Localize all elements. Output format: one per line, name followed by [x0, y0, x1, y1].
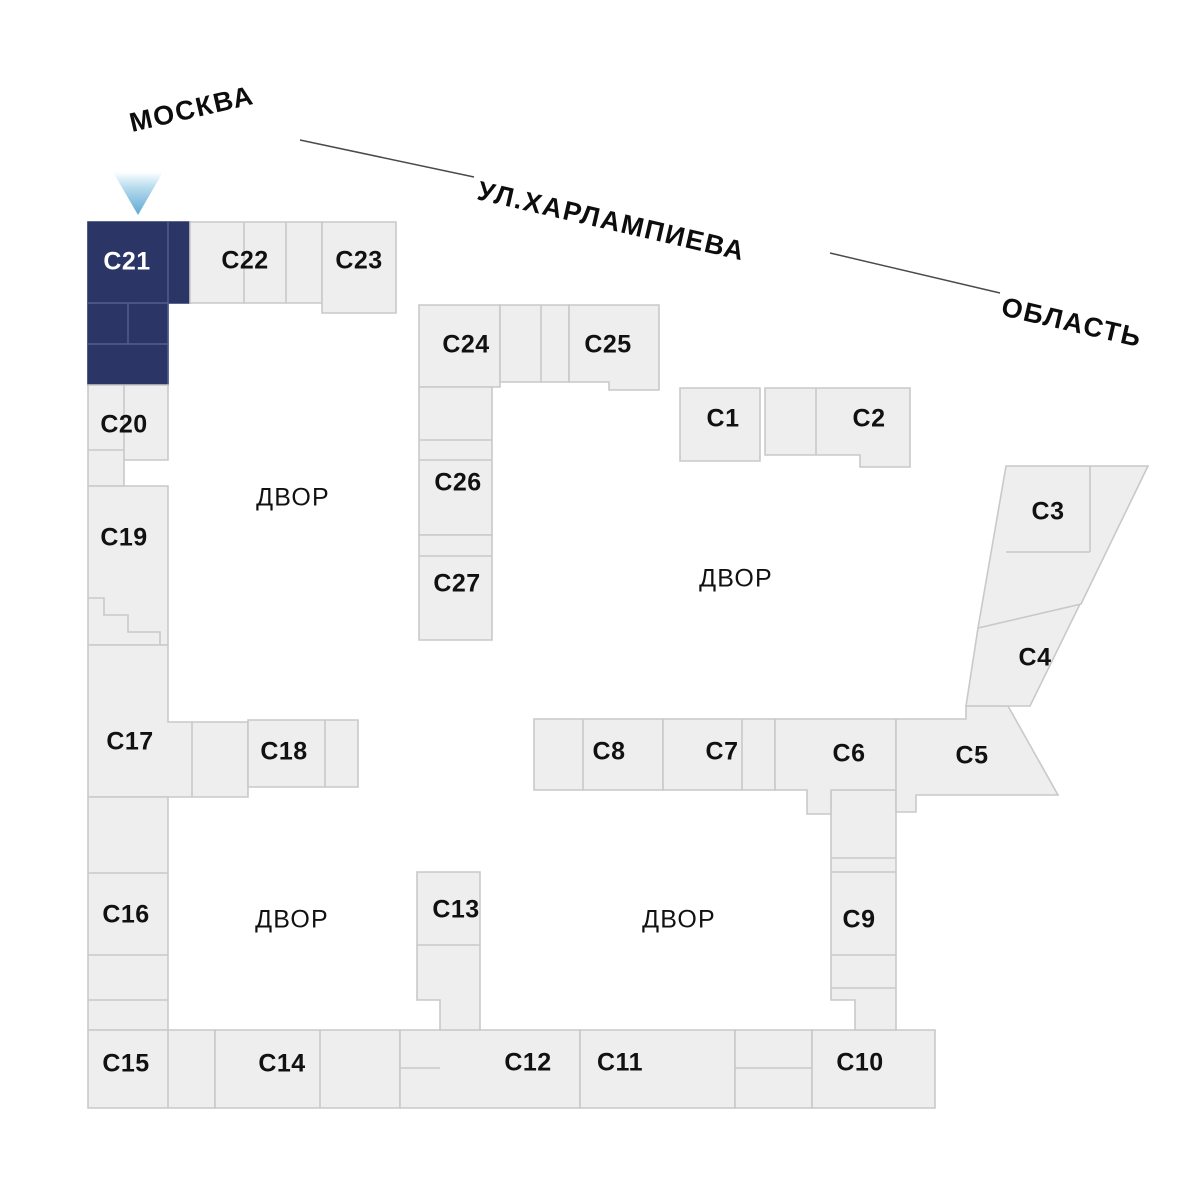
yard-labels: ДВОР ДВОР ДВОР ДВОР	[255, 484, 773, 934]
block-label-C14: C14	[258, 1050, 305, 1078]
block-shape-C5[interactable]	[895, 705, 1060, 813]
yard-label-sw: ДВОР	[255, 906, 329, 934]
block-labels: C21 C22 C23 C24 C25 C26 C27 C1 C2 C3 C4 …	[100, 247, 1064, 1078]
block-shape-C12[interactable]	[399, 1029, 581, 1109]
block-label-C11: C11	[597, 1049, 643, 1077]
block-shape-C10-west[interactable]	[734, 1029, 813, 1109]
yard-label-se: ДВОР	[642, 906, 716, 934]
block-label-C23: C23	[335, 247, 382, 275]
yard-label-nw: ДВОР	[256, 484, 330, 512]
block-label-C26: C26	[434, 469, 481, 497]
block-shape-C18[interactable]	[247, 719, 359, 788]
block-group-C26[interactable]	[418, 386, 493, 536]
block-group-C10-approach[interactable]	[734, 1029, 813, 1109]
block-label-C20: C20	[100, 411, 147, 439]
block-shape-C23[interactable]	[321, 221, 397, 314]
block-label-C22: C22	[221, 247, 268, 275]
block-shape-C27[interactable]	[418, 534, 493, 641]
block-group-C24-annex[interactable]	[499, 304, 570, 383]
block-shape-C2[interactable]	[764, 387, 911, 468]
block-label-C16: C16	[102, 901, 149, 929]
block-label-C4: C4	[1019, 644, 1052, 672]
street-leader-right	[829, 252, 1001, 294]
block-group-C5[interactable]	[895, 705, 1060, 813]
block-label-C24: C24	[442, 331, 489, 359]
block-group-C22[interactable]	[189, 221, 323, 304]
block-label-C27: C27	[433, 570, 480, 598]
block-group-C1[interactable]	[679, 387, 761, 462]
block-label-C17: C17	[106, 728, 153, 756]
block-shape-C14[interactable]	[214, 1029, 401, 1109]
block-group-C12[interactable]	[399, 1029, 581, 1109]
block-shape-C24[interactable]	[418, 304, 501, 388]
yard-label-ne: ДВОР	[699, 565, 773, 593]
block-shape-C24-annex[interactable]	[499, 304, 570, 383]
block-label-C5: C5	[956, 742, 989, 770]
marker-pin-icon[interactable]	[113, 172, 163, 215]
block-shape-C13[interactable]	[416, 871, 481, 1031]
block-label-C21: C21	[103, 248, 150, 276]
street-name-label: УЛ.ХАРЛАМПИЕВА	[475, 176, 749, 267]
block-label-C12: C12	[504, 1049, 551, 1077]
selected-block-marker[interactable]	[113, 172, 163, 215]
block-group-C17[interactable]	[87, 644, 249, 798]
block-label-C15: C15	[102, 1050, 149, 1078]
block-label-C18: C18	[260, 738, 307, 766]
block-group-C2[interactable]	[764, 387, 911, 468]
block-group-C21[interactable]	[87, 221, 191, 386]
block-label-C13: C13	[432, 896, 479, 924]
block-label-C7: C7	[706, 738, 739, 766]
block-group-C18[interactable]	[247, 719, 359, 788]
direction-label-moscow: МОСКВА	[127, 80, 257, 138]
block-shape-C26[interactable]	[418, 386, 493, 536]
block-group-C27[interactable]	[418, 534, 493, 641]
block-label-C10: C10	[836, 1049, 883, 1077]
direction-label-oblast: ОБЛАСТЬ	[999, 292, 1146, 353]
block-group-C23[interactable]	[321, 221, 397, 314]
block-shape-C3[interactable]	[977, 465, 1150, 630]
block-group-C14[interactable]	[214, 1029, 401, 1109]
block-shape-C1[interactable]	[679, 387, 761, 462]
block-group-C13[interactable]	[416, 871, 481, 1031]
block-label-C2: C2	[853, 405, 886, 433]
block-group-C25[interactable]	[568, 304, 660, 391]
block-group-C24[interactable]	[418, 304, 501, 388]
block-label-C9: C9	[843, 906, 876, 934]
street-leader-left	[299, 139, 475, 178]
block-step-detail	[88, 597, 161, 645]
block-label-C25: C25	[584, 331, 631, 359]
block-label-C8: C8	[593, 738, 626, 766]
block-group-C19[interactable]	[87, 485, 169, 646]
block-label-C1: C1	[707, 405, 740, 433]
block-label-C6: C6	[833, 740, 866, 768]
block-shape-C17[interactable]	[87, 644, 249, 798]
block-label-C19: C19	[100, 524, 147, 552]
block-group-C3[interactable]	[977, 465, 1150, 630]
block-shape-C25[interactable]	[568, 304, 660, 391]
block-label-C3: C3	[1032, 498, 1065, 526]
